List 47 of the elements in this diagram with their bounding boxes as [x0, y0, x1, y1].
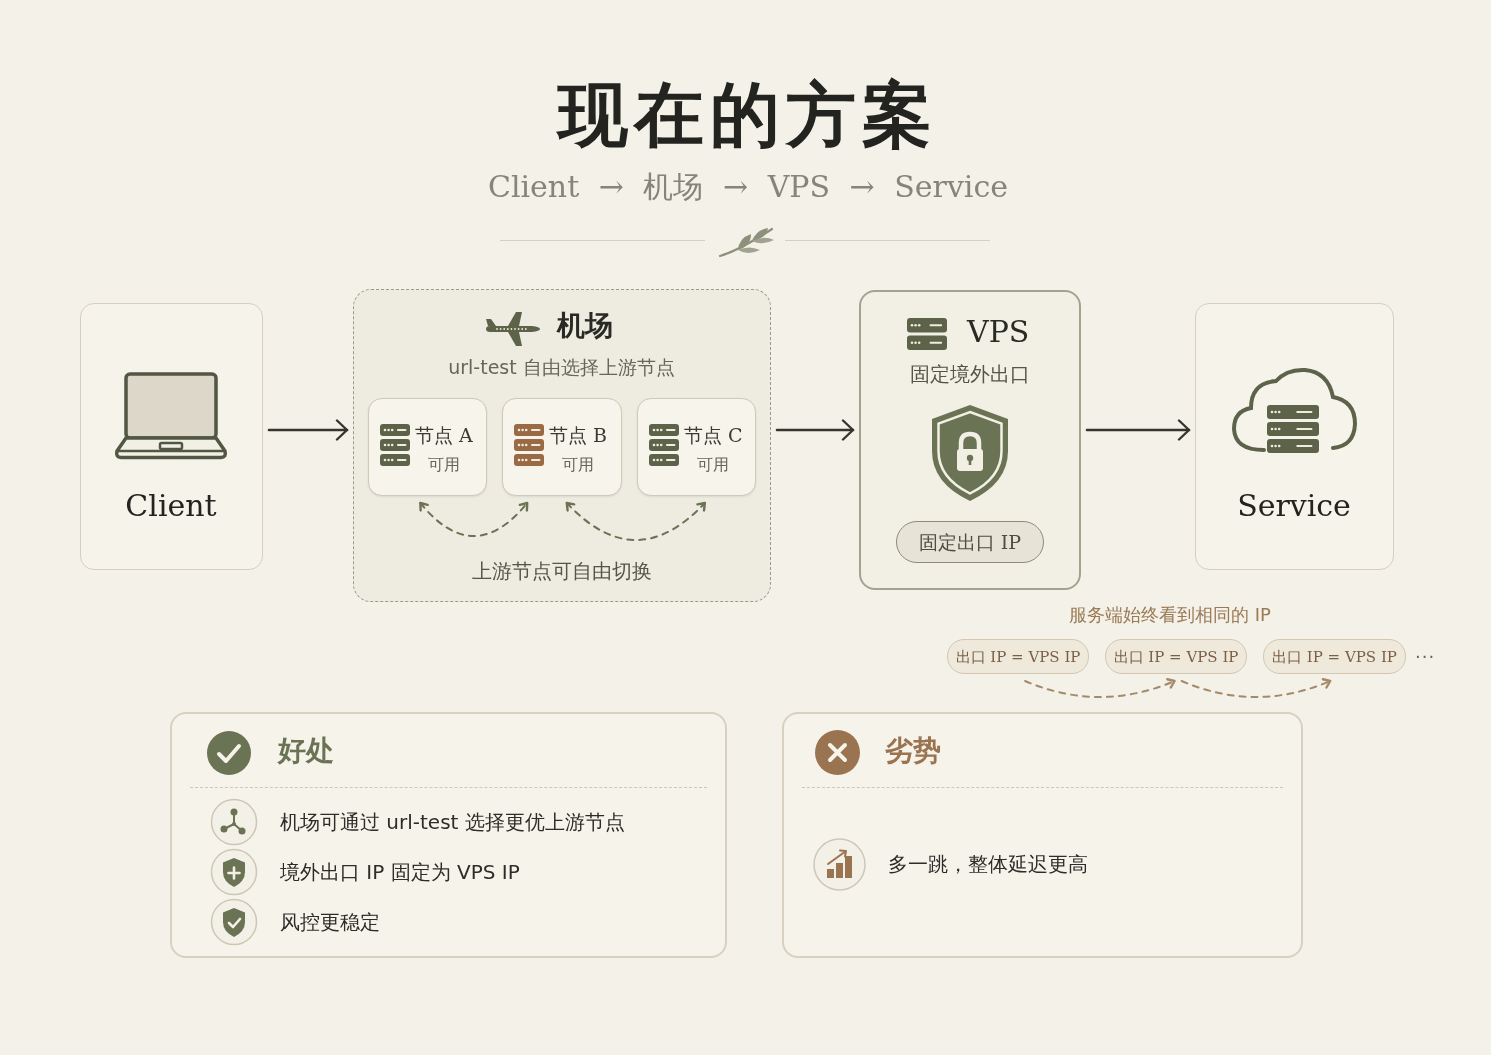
ip-tag — [947, 639, 1089, 674]
tag-label: 出口 IP = VPS IP — [955, 646, 1081, 667]
title: 现在的方案 — [558, 72, 938, 158]
group-subtitle: url-test 自由选择上游节点 — [448, 355, 675, 380]
pill-label: 固定出口 IP — [918, 530, 1022, 555]
node-status: 可用 — [697, 454, 730, 476]
info-panel — [170, 712, 727, 958]
node-title: 节点 C — [684, 423, 743, 448]
dashed-arrow — [1180, 677, 1332, 698]
dashed-arrow — [419, 501, 529, 537]
node-card — [368, 398, 487, 496]
ellipsis-text: ··· — [1415, 644, 1436, 669]
tag-label: 出口 IP = VPS IP — [1272, 646, 1397, 667]
node-title: 节点 A — [415, 423, 473, 448]
device-card — [1195, 303, 1394, 570]
node-status: 可用 — [562, 454, 594, 476]
device-card — [80, 303, 263, 570]
card-title: Client — [125, 488, 217, 524]
ip-tag — [1105, 639, 1247, 674]
list-item-text: 境外出口 IP 固定为 VPS IP — [280, 859, 520, 886]
ip-tag — [1263, 639, 1406, 674]
dashed-arrow — [1024, 677, 1176, 698]
node-card — [637, 398, 756, 496]
panel-heading: 劣势 — [885, 733, 941, 769]
group-panel — [353, 289, 771, 602]
panel-heading: 好处 — [278, 733, 334, 769]
list-item-text: 机场可通过 url-test 选择更优上游节点 — [280, 809, 625, 836]
list-item-text: 风控更稳定 — [280, 909, 380, 936]
server-card — [859, 290, 1081, 590]
subtitle: Client → 机场 → VPS → Service — [487, 168, 1009, 206]
arrow — [1085, 419, 1191, 441]
dashed-arrow — [565, 501, 707, 541]
node-card — [502, 398, 622, 496]
arrow — [267, 419, 349, 441]
status-pill — [896, 521, 1044, 563]
card-subtitle: 固定境外出口 — [910, 361, 1030, 388]
card-title: VPS — [967, 314, 1030, 350]
info-panel — [782, 712, 1303, 958]
note-text: 服务端始终看到相同的 IP — [1069, 603, 1271, 627]
arrow — [775, 419, 855, 441]
list-item-text: 多一跳，整体延迟更高 — [888, 851, 1088, 878]
node-status: 可用 — [427, 454, 460, 476]
group-caption: 上游节点可自由切换 — [471, 558, 652, 585]
group-title: 机场 — [557, 308, 613, 344]
tag-label: 出口 IP = VPS IP — [1113, 646, 1239, 667]
node-title: 节点 B — [549, 423, 607, 448]
card-title: Service — [1237, 488, 1351, 524]
